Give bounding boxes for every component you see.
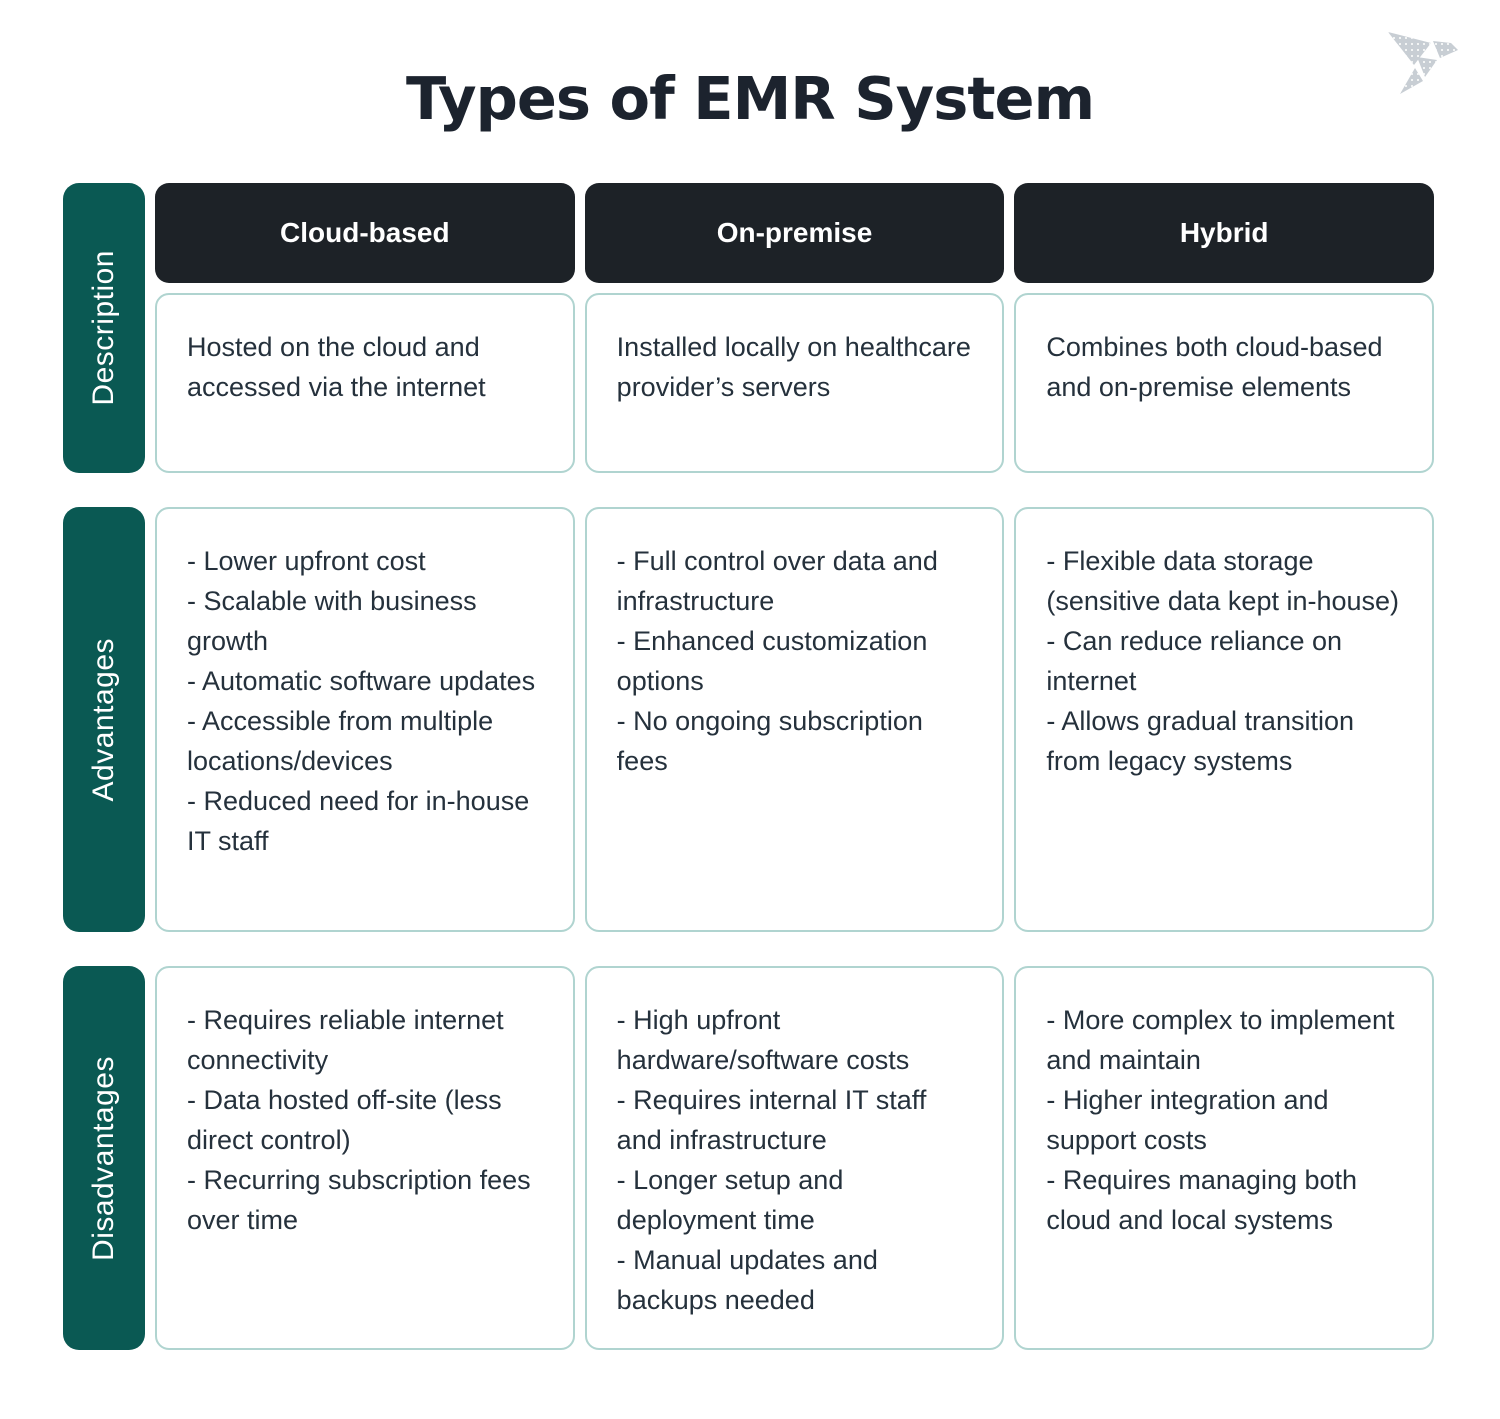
column-header-cloud-based: Cloud-based xyxy=(155,183,575,283)
row-label-advantages: Advantages xyxy=(63,507,145,932)
band-disadvantages: Disadvantages - Requires reliable intern… xyxy=(63,966,1435,1350)
advantages-col-on-premise: - Full control over data and infrastruct… xyxy=(584,507,1005,932)
column-cloud-based: Cloud-based Hosted on the cloud and acce… xyxy=(155,183,575,473)
origami-bird-icon xyxy=(1388,32,1458,94)
row-label-description: Description xyxy=(63,183,145,473)
cell-description-cloud-based: Hosted on the cloud and accessed via the… xyxy=(155,293,575,473)
row-label-advantages-text: Advantages xyxy=(87,637,120,802)
disadvantages-col-on-premise: - High upfront hardware/software costs -… xyxy=(584,966,1005,1350)
row-label-disadvantages-text: Disadvantages xyxy=(87,1055,120,1261)
page-title: Types of EMR System xyxy=(405,64,1095,133)
band-advantages: Advantages - Lower upfront cost - Scalab… xyxy=(63,507,1435,932)
advantages-col-hybrid: - Flexible data storage (sensitive data … xyxy=(1014,507,1435,932)
row-label-description-text: Description xyxy=(87,250,120,406)
column-header-on-premise: On-premise xyxy=(584,183,1005,283)
disadvantages-col-hybrid: - More complex to implement and maintain… xyxy=(1014,966,1435,1350)
column-hybrid: Hybrid Combines both cloud-based and on-… xyxy=(1014,183,1435,473)
cell-advantages-on-premise: - Full control over data and infrastruct… xyxy=(584,507,1005,932)
disadvantages-col-cloud-based: - Requires reliable internet connectivit… xyxy=(155,966,575,1350)
column-on-premise: On-premise Installed locally on healthca… xyxy=(584,183,1005,473)
band-description: Description Cloud-based Hosted on the cl… xyxy=(63,183,1435,473)
cell-disadvantages-hybrid: - More complex to implement and maintain… xyxy=(1014,966,1435,1350)
cell-disadvantages-cloud-based: - Requires reliable internet connectivit… xyxy=(155,966,575,1350)
column-header-hybrid: Hybrid xyxy=(1014,183,1435,283)
cell-advantages-cloud-based: - Lower upfront cost - Scalable with bus… xyxy=(155,507,575,932)
cell-advantages-hybrid: - Flexible data storage (sensitive data … xyxy=(1014,507,1435,932)
comparison-table: Description Cloud-based Hosted on the cl… xyxy=(63,183,1435,1350)
advantages-col-cloud-based: - Lower upfront cost - Scalable with bus… xyxy=(155,507,575,932)
cell-description-hybrid: Combines both cloud-based and on-premise… xyxy=(1014,293,1435,473)
cell-description-on-premise: Installed locally on healthcare provider… xyxy=(584,293,1005,473)
cell-disadvantages-on-premise: - High upfront hardware/software costs -… xyxy=(584,966,1005,1350)
row-label-disadvantages: Disadvantages xyxy=(63,966,145,1350)
